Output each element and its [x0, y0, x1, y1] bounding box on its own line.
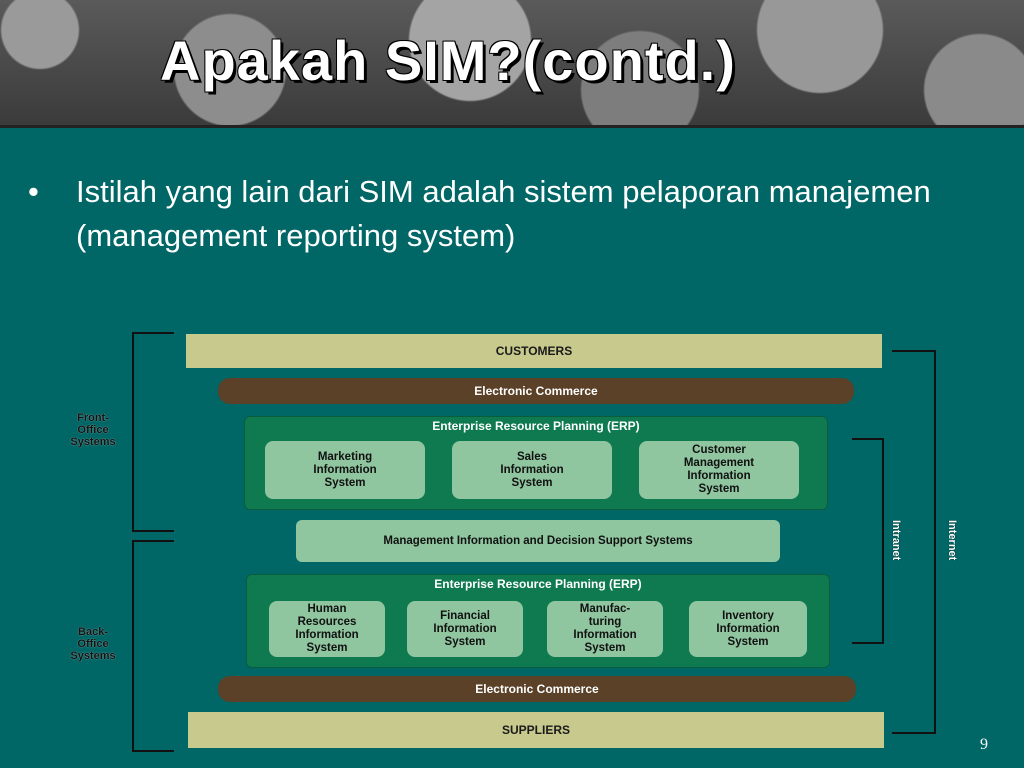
front-office-label: Front- Office Systems — [70, 412, 116, 448]
erp-top-title: Enterprise Resource Planning (ERP) — [432, 419, 640, 433]
back-office-label: Back- Office Systems — [70, 626, 116, 662]
human-resources-information-system: Human Resources Information System — [269, 601, 385, 657]
ecommerce-top-bar: Electronic Commerce — [218, 378, 854, 404]
front-office-bracket — [132, 332, 174, 532]
bullet-icon: • — [28, 174, 39, 209]
sales-information-system: Sales Information System — [452, 441, 612, 499]
marketing-information-system: Marketing Information System — [265, 441, 425, 499]
bullet-list: • Istilah yang lain dari SIM adalah siste… — [28, 170, 988, 258]
intranet-bracket — [852, 438, 884, 644]
intranet-label: Intranet — [890, 520, 902, 561]
erp-bottom-title: Enterprise Resource Planning (ERP) — [434, 577, 642, 591]
customers-bar: CUSTOMERS — [186, 334, 882, 368]
mis-dss-bar: Management Information and Decision Supp… — [296, 520, 780, 562]
ecommerce-bottom-bar: Electronic Commerce — [218, 676, 856, 702]
erp-diagram: Front- Office Systems Back- Office Syste… — [0, 320, 1024, 768]
bullet-text: Istilah yang lain dari SIM adalah sistem… — [76, 174, 931, 253]
erp-bottom-box: Enterprise Resource Planning (ERP) Human… — [246, 574, 830, 668]
back-office-bracket — [132, 540, 174, 752]
bullet-item: • Istilah yang lain dari SIM adalah siste… — [28, 170, 988, 258]
manufacturing-information-system: Manufac- turing Information System — [547, 601, 663, 657]
slide-title: Apakah SIM?(contd.) — [160, 29, 736, 92]
internet-label: Internet — [946, 520, 958, 561]
suppliers-bar: SUPPLIERS — [188, 712, 884, 748]
page-number: 9 — [980, 736, 988, 753]
internet-bracket — [892, 350, 936, 734]
header-coin-banner: Apakah SIM?(contd.) — [0, 0, 1024, 128]
financial-information-system: Financial Information System — [407, 601, 523, 657]
customer-management-information-system: Customer Management Information System — [639, 441, 799, 499]
erp-top-box: Enterprise Resource Planning (ERP) Marke… — [244, 416, 828, 510]
inventory-information-system: Inventory Information System — [689, 601, 807, 657]
